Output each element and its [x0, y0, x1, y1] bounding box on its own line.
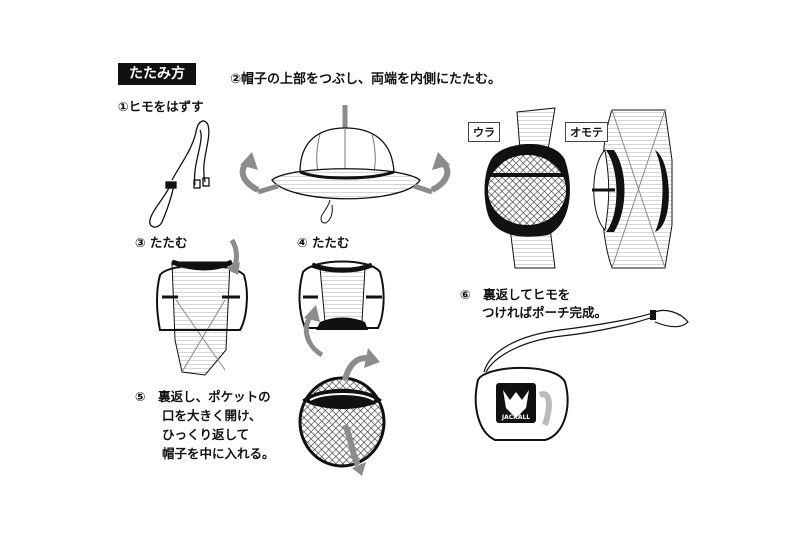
step6-pouch-illustration: [474, 309, 689, 441]
step5-line: 帽子を中に入れる。: [162, 446, 275, 461]
cord-illustration: [149, 120, 210, 228]
step5-line: ⑤ 裏返し、ポケットの: [135, 389, 271, 404]
step5-pouch-illustration: [298, 348, 386, 476]
step5-line: 口を大きく開け、: [162, 408, 262, 423]
back-label: ウラ: [468, 122, 500, 142]
folded-hat-front-illustration: [592, 109, 673, 269]
front-label: オモテ: [565, 122, 608, 142]
step2-text: ②帽子の上部をつぶし、両端を内側にたたむ。: [230, 72, 502, 87]
step4-text: ④ たたむ: [297, 235, 350, 250]
folded-hat-back-illustration: [484, 107, 570, 269]
page-title: たたみ方: [118, 63, 196, 85]
hat-illustration: [239, 105, 451, 224]
step5-line: ひっくり返して: [162, 427, 250, 442]
step6-line: ⑥ 裏返してヒモを: [460, 287, 571, 302]
step3-text: ③ たたむ: [135, 235, 188, 250]
logo-text: JACKALL: [501, 414, 531, 421]
step1-text: ①ヒモをはずす: [118, 99, 204, 114]
step6-line: つければポーチ完成。: [482, 305, 608, 320]
step4-illustration: [298, 260, 385, 358]
step3-illustration: [156, 238, 248, 376]
